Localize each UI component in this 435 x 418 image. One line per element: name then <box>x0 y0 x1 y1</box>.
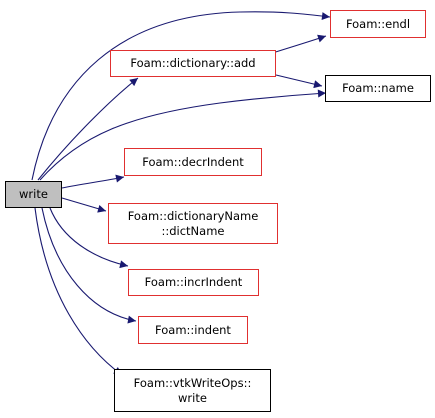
node-write-root: write <box>5 181 62 208</box>
edge-write-endl <box>31 11 331 181</box>
node-foam-indent[interactable]: Foam::indent <box>138 316 248 344</box>
node-vtkwriteops-label-line2: write <box>178 390 207 405</box>
node-vtkwriteops-write: Foam::vtkWriteOps:: write <box>114 369 271 412</box>
node-dictionary-add[interactable]: Foam::dictionary::add <box>110 50 276 77</box>
edge-write-vtk <box>34 207 123 376</box>
node-foam-decrindent[interactable]: Foam::decrIndent <box>124 148 262 176</box>
node-foam-incrindent[interactable]: Foam::incrIndent <box>128 269 259 296</box>
node-foam-name: Foam::name <box>325 75 431 102</box>
node-dictionary-add-label: Foam::dictionary::add <box>130 56 256 70</box>
node-foam-indent-label: Foam::indent <box>155 322 231 337</box>
edge-write-decr <box>61 174 125 189</box>
node-foam-endl-label: Foam::endl <box>345 16 411 31</box>
edge-write-dict-add <box>37 77 139 181</box>
edge-write-name <box>39 89 327 181</box>
node-dictionaryname-label-line1: Foam::dictionaryName <box>127 208 259 223</box>
node-dictionaryname-label-line2: ::dictName <box>161 223 225 238</box>
node-vtkwriteops-label-line1: Foam::vtkWriteOps:: <box>133 375 252 390</box>
edge-write-incr <box>49 207 129 269</box>
node-write-root-label: write <box>19 187 48 201</box>
edge-write-dictname <box>61 197 107 213</box>
node-foam-decrindent-label: Foam::decrIndent <box>142 154 244 169</box>
node-dictionaryname-dictname[interactable]: Foam::dictionaryName ::dictName <box>108 203 278 244</box>
node-foam-endl[interactable]: Foam::endl <box>330 10 426 38</box>
edge-dict-add-name <box>275 74 323 89</box>
edge-write-indent <box>41 207 137 324</box>
node-foam-incrindent-label: Foam::incrIndent <box>144 275 243 289</box>
node-foam-name-label: Foam::name <box>342 81 414 95</box>
